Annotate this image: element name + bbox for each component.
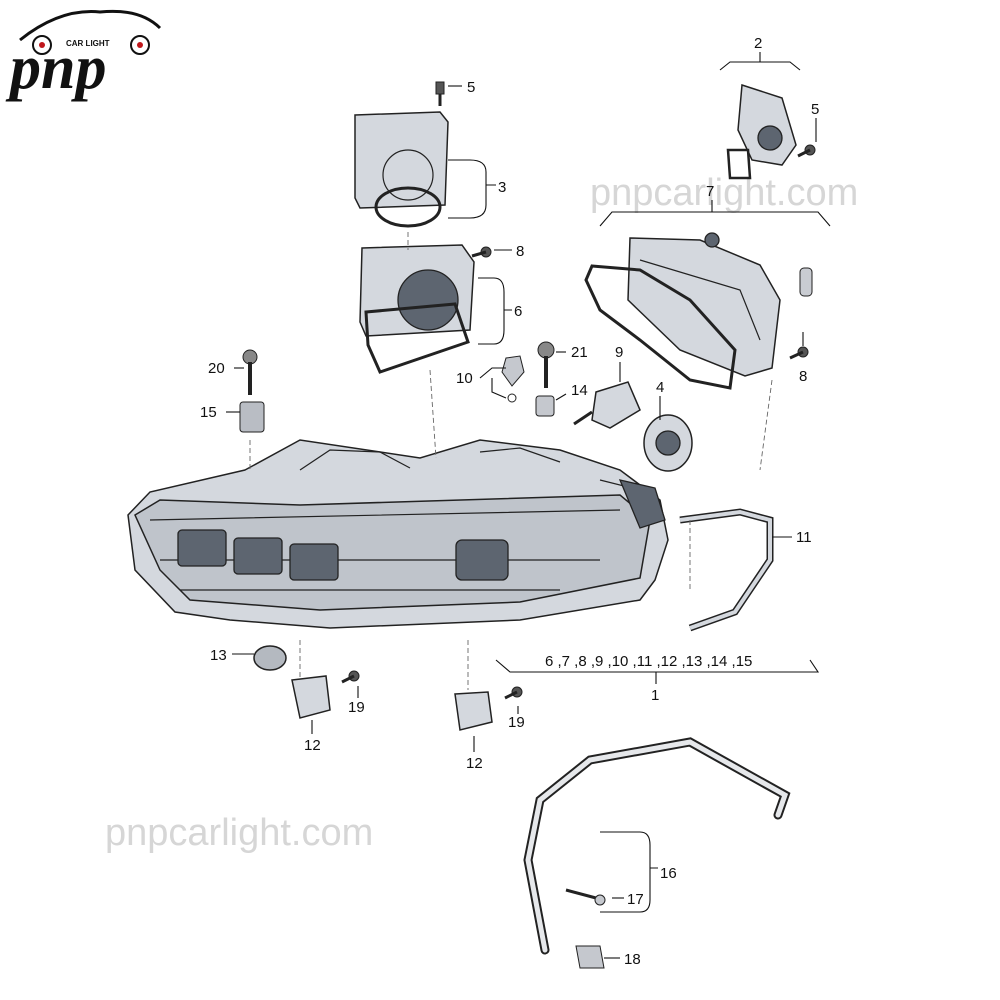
adjuster-icon-15 [239, 401, 265, 433]
bolt-icon-19-right [504, 686, 523, 700]
bolt-icon-19-left [341, 670, 360, 684]
assembly-contents: 6 ,7 ,8 ,9 ,10 ,11 ,12 ,13 ,14 ,15 [545, 653, 752, 670]
callout-5-right: 5 [811, 101, 819, 118]
callout-9: 9 [615, 344, 623, 361]
callout-7: 7 [706, 183, 714, 200]
logo-text: pnp [5, 34, 106, 102]
callout-4: 4 [656, 379, 664, 396]
callout-19-left: 19 [348, 699, 365, 716]
clip-icon-18 [575, 945, 605, 969]
bolt-icon-21 [537, 341, 555, 388]
callout-11: 11 [796, 529, 812, 546]
bolt-icon-5-top [435, 81, 445, 106]
callout-15: 15 [200, 404, 217, 421]
cap-icon-13 [253, 645, 287, 671]
logo-subtitle: CAR LIGHT [66, 39, 110, 48]
callout-13: 13 [210, 647, 227, 664]
motor-icon-9 [573, 381, 641, 429]
callout-21: 21 [571, 344, 588, 361]
callout-6: 6 [514, 303, 522, 320]
watermark-top: pnpcarlight.com [590, 172, 858, 214]
callout-5-top: 5 [467, 79, 475, 96]
callout-8-right: 8 [799, 368, 807, 385]
bolt-icon-5-right [797, 144, 816, 158]
callout-10: 10 [456, 370, 473, 387]
callout-2: 2 [754, 35, 762, 52]
bolt-icon-20 [242, 349, 258, 395]
light-module-part-3 [354, 111, 449, 228]
callout-12-left: 12 [304, 737, 321, 754]
bracket-icon-12-left [291, 675, 331, 719]
callout-8-left: 8 [516, 243, 524, 260]
connector-icon-14 [535, 395, 555, 417]
hose-icon-16 [523, 737, 791, 955]
bolt-icon-8-right [789, 346, 809, 360]
callout-20: 20 [208, 360, 225, 377]
headlight-housing [127, 439, 669, 629]
callout-14: 14 [571, 382, 588, 399]
callout-labels: 5 3 8 6 2 5 7 8 20 15 21 10 14 9 4 11 6 … [200, 35, 819, 968]
light-module-part-6 [359, 244, 475, 374]
screw-icon-17 [565, 888, 606, 906]
callout-1: 1 [651, 687, 659, 704]
callout-16: 16 [660, 865, 677, 882]
callout-19-right: 19 [508, 714, 525, 731]
cover-part-2 [726, 83, 797, 180]
rear-cover-part-7 [584, 232, 781, 390]
ballast-icon-4 [643, 414, 693, 472]
watermark-bottom: pnpcarlight.com [105, 812, 373, 854]
bracket-icon-12-right [454, 691, 493, 731]
callout-18: 18 [624, 951, 641, 968]
plug-icon-7 [799, 267, 813, 297]
clip-icon-10 [501, 355, 525, 403]
callout-3: 3 [498, 179, 506, 196]
bolt-icon-8-left [471, 246, 492, 258]
callout-17: 17 [627, 891, 644, 908]
seal-strip-icon-11 [679, 508, 774, 632]
brand-logo: pnp CAR LIGHT [5, 9, 162, 102]
callout-12-right: 12 [466, 755, 483, 772]
